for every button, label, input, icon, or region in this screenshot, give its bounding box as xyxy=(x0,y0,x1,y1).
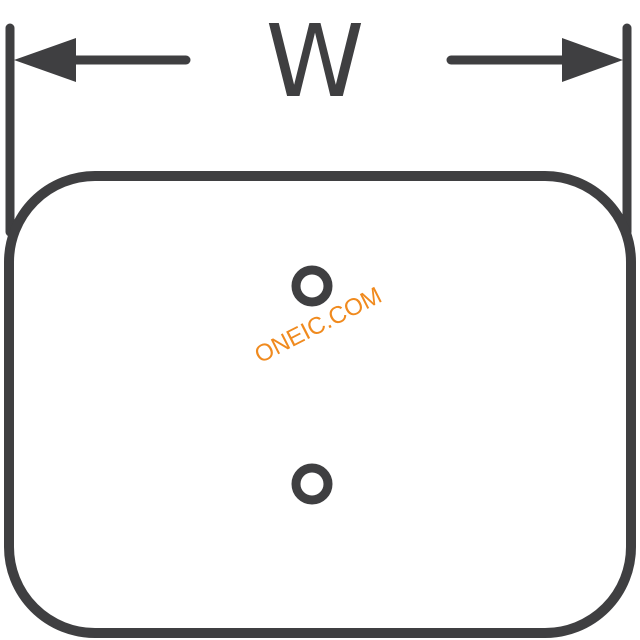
left-dimension-arrow xyxy=(14,38,191,82)
component-body-outline xyxy=(4,171,636,638)
right-dimension-arrow xyxy=(446,38,623,82)
bottom-terminal-hole xyxy=(291,463,333,505)
top-terminal-hole xyxy=(291,265,333,307)
dimension-label: W xyxy=(266,3,365,120)
